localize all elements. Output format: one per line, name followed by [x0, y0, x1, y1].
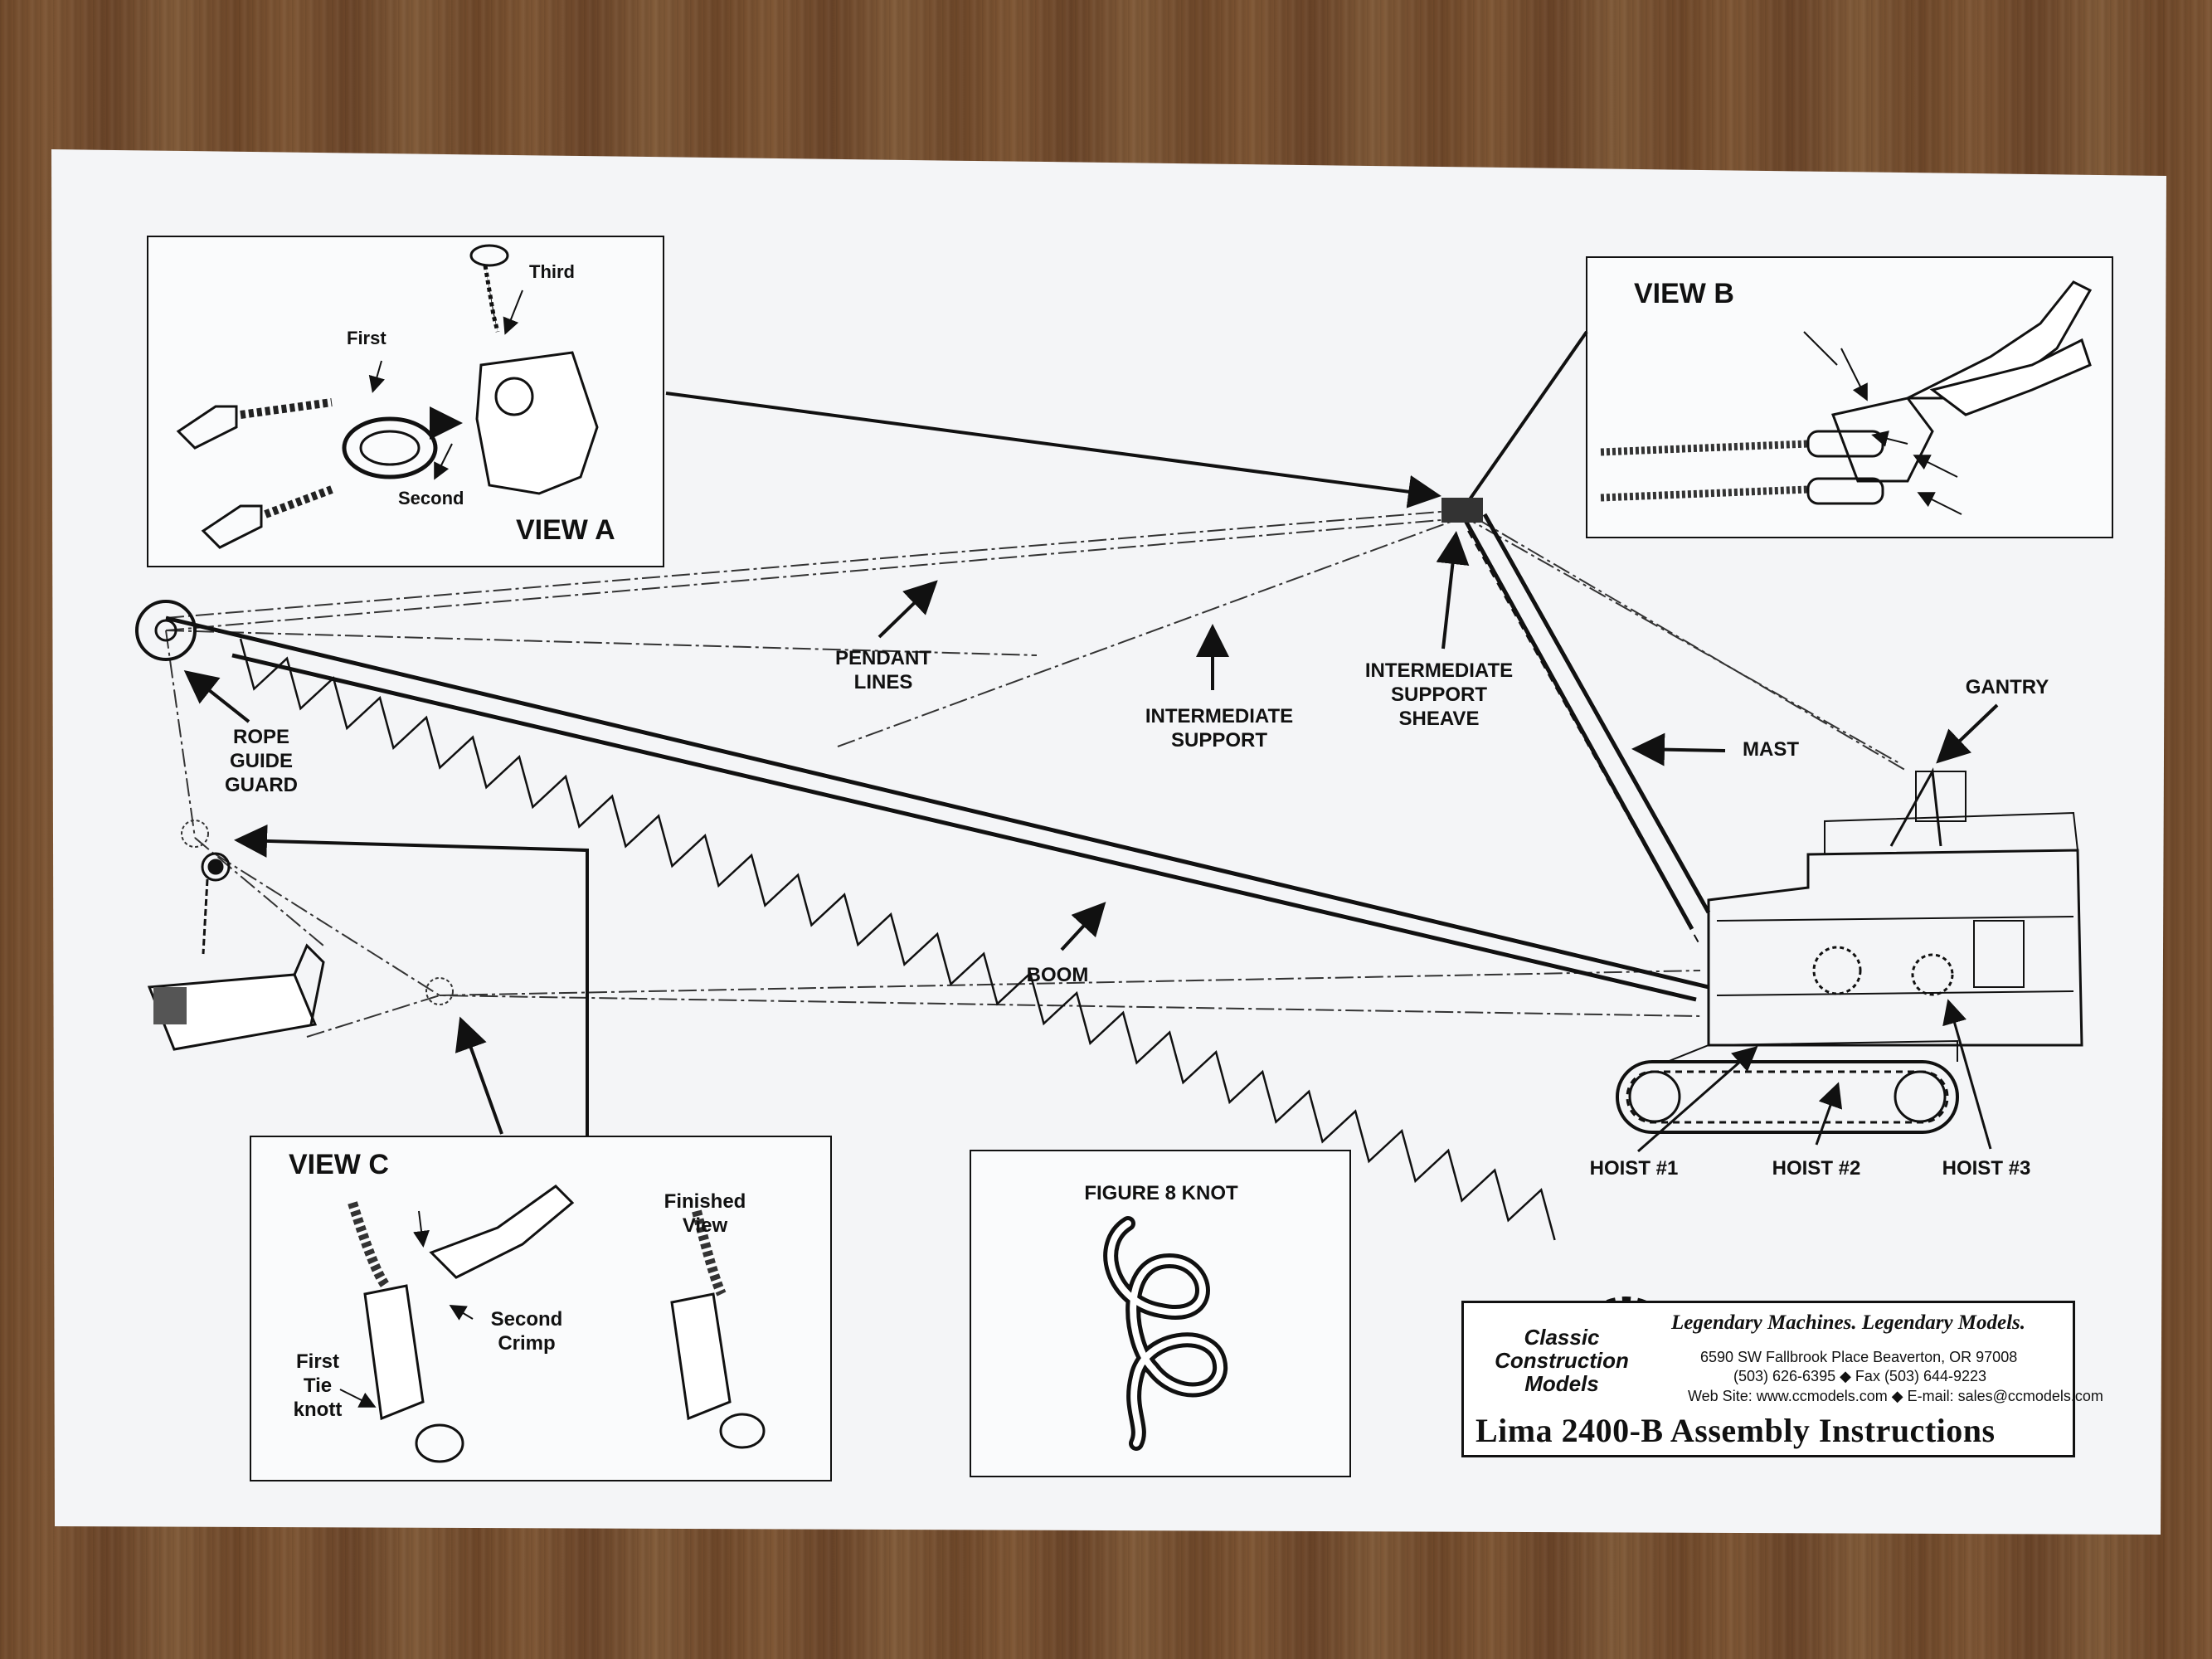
- view-c-box: [250, 1136, 832, 1481]
- document-title: Lima 2400-B Assembly Instructions: [1475, 1412, 1996, 1449]
- company-tagline: Legendary Machines. Legendary Models.: [1671, 1311, 2026, 1334]
- view-c-title: VIEW C: [289, 1149, 389, 1180]
- view-a-first-label: First: [347, 328, 386, 348]
- boom-label: BOOM: [1026, 964, 1089, 986]
- view-a-box: [147, 236, 664, 567]
- mast-label: MAST: [1743, 738, 1799, 761]
- hoist-3-label: HOIST #3: [1942, 1157, 2031, 1180]
- company-phone: (503) 626-6395 ◆ Fax (503) 644-9223: [1733, 1368, 1987, 1384]
- view-c-second-crimp-label: Second Crimp: [490, 1308, 563, 1355]
- dragline-bucket: [147, 852, 325, 1051]
- pendant-lines-label: PENDANT LINES: [834, 647, 931, 693]
- logo-line-3: Models: [1524, 1371, 1599, 1396]
- rope-guide-guard-label: ROPE GUIDE GUARD: [225, 726, 298, 796]
- view-b-title: VIEW B: [1634, 278, 1734, 309]
- view-a-third-label: Third: [529, 261, 575, 282]
- title-block: Classic Construction Models Legendary Ma…: [1461, 1301, 2103, 1457]
- view-c-finished-view-label: Finished View: [664, 1190, 746, 1237]
- logo-line-2: Construction: [1495, 1348, 1629, 1373]
- intermediate-support-label: INTERMEDIATE SUPPORT: [1145, 705, 1294, 752]
- crane-body: [1616, 767, 2083, 1134]
- company-web: Web Site: www.ccmodels.com ◆ E-mail: sal…: [1688, 1388, 2103, 1404]
- view-a-title: VIEW A: [516, 514, 615, 546]
- figure-8-knot-title: FIGURE 8 KNOT: [1084, 1182, 1238, 1204]
- intermediate-support-sheave-label: INTERMEDIATE SUPPORT SHEAVE: [1364, 659, 1514, 730]
- rigging-lines: [165, 509, 1908, 1038]
- view-b-box: [1586, 256, 2113, 538]
- view-c-first-tie-knott-label: First Tie knott: [293, 1350, 343, 1421]
- gantry-label: GANTRY: [1965, 676, 2049, 698]
- crane-mast: [1441, 498, 1711, 946]
- logo-line-1: Classic: [1524, 1325, 1600, 1350]
- figure-8-knot-box: [970, 1150, 1351, 1477]
- company-address: 6590 SW Fallbrook Place Beaverton, OR 97…: [1700, 1349, 2018, 1365]
- hoist-2-label: HOIST #2: [1772, 1157, 1861, 1180]
- crane-boom: [135, 600, 1709, 1241]
- hoist-1-label: HOIST #1: [1589, 1157, 1679, 1180]
- view-a-second-label: Second: [398, 488, 464, 508]
